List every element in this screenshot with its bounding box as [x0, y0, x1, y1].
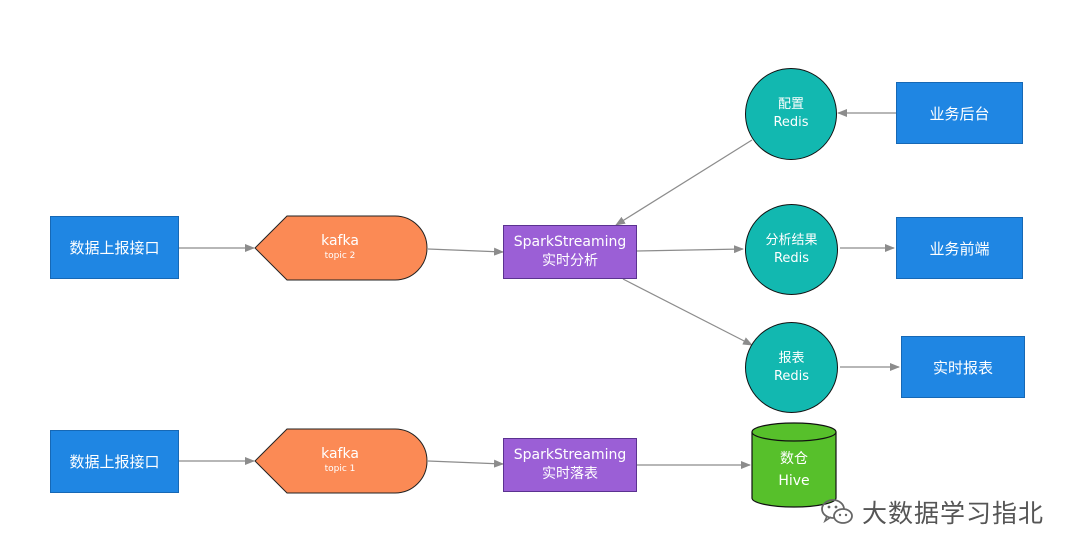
- arrow-spark1-to-result: [636, 245, 744, 254]
- report-api-node-top: 数据上报接口: [50, 216, 179, 279]
- kafka-shape-topic2: [254, 215, 428, 281]
- kafka-topic: topic 2: [324, 251, 356, 261]
- arrow-kafka1-to-spark2: [427, 459, 504, 468]
- business-backend-node: 业务后台: [896, 82, 1023, 144]
- hive-title: 数仓: [780, 451, 808, 467]
- report-redis-title: 报表: [778, 350, 805, 366]
- kafka-topic2-label: kafka topic 2: [280, 233, 400, 262]
- watermark: 大数据学习指北: [820, 494, 1044, 530]
- arrow-kafka2-to-spark1: [427, 247, 504, 256]
- report-api-node-bottom: 数据上报接口: [50, 430, 179, 493]
- business-frontend-label: 业务前端: [929, 239, 990, 258]
- spark-title: SparkStreaming: [513, 234, 627, 250]
- wechat-icon: [821, 499, 853, 524]
- arrow-spark1-to-report: [622, 278, 753, 346]
- hive-cylinder-shape: [751, 422, 837, 508]
- spark-realtime-table-node: SparkStreaming 实时落表: [503, 438, 637, 492]
- business-frontend-node: 业务前端: [896, 217, 1023, 279]
- business-backend-label: 业务后台: [929, 104, 990, 123]
- hive-sub: Hive: [778, 473, 810, 489]
- spark-title: SparkStreaming: [513, 447, 627, 463]
- hive-label: 数仓 Hive: [752, 448, 836, 492]
- kafka-title: kafka: [321, 446, 359, 462]
- report-redis-sub: Redis: [773, 368, 810, 384]
- config-redis-node: 配置 Redis: [745, 68, 837, 160]
- realtime-report-label: 实时报表: [932, 358, 993, 377]
- report-redis-node: 报表 Redis: [745, 322, 838, 413]
- realtime-report-node: 实时报表: [901, 336, 1025, 398]
- config-redis-title: 配置: [777, 97, 804, 112]
- config-redis-sub: Redis: [773, 115, 809, 130]
- result-redis-title: 分析结果: [765, 232, 818, 248]
- spark-realtime-analysis-node: SparkStreaming 实时分析: [503, 225, 637, 279]
- result-redis-sub: Redis: [773, 250, 810, 266]
- report-api-label: 数据上报接口: [69, 453, 160, 471]
- result-redis-node: 分析结果 Redis: [745, 204, 838, 295]
- kafka-topic1-label: kafka topic 1: [280, 446, 400, 475]
- kafka-title: kafka: [321, 233, 359, 249]
- spark-subtitle: 实时落表: [542, 466, 598, 482]
- watermark-text: 大数据学习指北: [862, 499, 1045, 528]
- kafka-topic: topic 1: [324, 464, 356, 474]
- arrow-config-to-spark1: [615, 139, 753, 226]
- report-api-label: 数据上报接口: [69, 239, 160, 257]
- spark-subtitle: 实时分析: [542, 253, 598, 269]
- kafka-shape-topic1: [254, 428, 428, 494]
